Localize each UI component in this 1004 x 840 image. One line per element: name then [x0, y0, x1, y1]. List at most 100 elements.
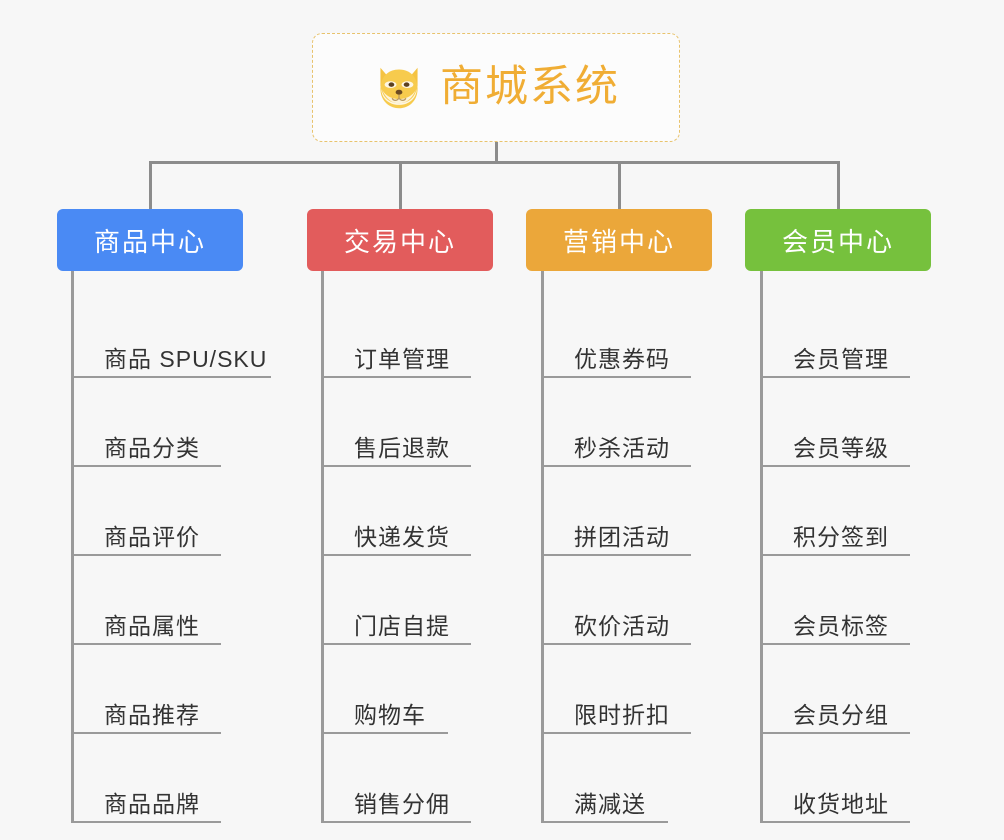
leaf-trunk-line	[71, 271, 74, 823]
leaf-item-label: 会员等级	[793, 434, 889, 461]
leaf-item-label: 满减送	[574, 790, 646, 817]
branch-column-product-center: 商品中心 商品 SPU/SKU 商品分类商品评价商品属性商品推荐商品品牌	[57, 209, 271, 823]
leaf-item[interactable]: 砍价活动	[541, 556, 712, 645]
leaf-item-rule	[71, 643, 221, 645]
leaf-list-member-center: 会员管理会员等级积分签到会员标签会员分组收货地址	[760, 271, 931, 823]
leaf-item-rule	[760, 643, 910, 645]
category-box-product-center[interactable]: 商品中心	[57, 209, 243, 271]
leaf-item[interactable]: 售后退款	[321, 378, 493, 467]
leaf-item-rule	[760, 554, 910, 556]
leaf-item-label: 秒杀活动	[574, 434, 670, 461]
leaf-item-rule	[760, 465, 910, 467]
leaf-item-rule	[71, 554, 221, 556]
connector-drop-member	[837, 161, 840, 210]
leaf-item[interactable]: 拼团活动	[541, 467, 712, 556]
leaf-item-label: 积分签到	[793, 523, 889, 550]
leaf-item-rule	[321, 643, 471, 645]
leaf-item-rule	[541, 821, 668, 823]
leaf-item-rule	[541, 554, 691, 556]
leaf-item[interactable]: 门店自提	[321, 556, 493, 645]
leaf-item[interactable]: 会员分组	[760, 645, 931, 734]
leaf-item-rule	[541, 376, 691, 378]
leaf-item-label: 商品属性	[104, 612, 200, 639]
root-node[interactable]: 商城系统	[312, 33, 680, 142]
category-box-marketing-center[interactable]: 营销中心	[526, 209, 712, 271]
leaf-item-rule	[321, 554, 471, 556]
leaf-item-label: 快递发货	[354, 523, 450, 550]
branch-column-trade-center: 交易中心 订单管理售后退款快递发货门店自提购物车销售分佣	[307, 209, 493, 823]
leaf-list-product-center: 商品 SPU/SKU 商品分类商品评价商品属性商品推荐商品品牌	[71, 271, 271, 823]
branch-column-member-center: 会员中心 会员管理会员等级积分签到会员标签会员分组收货地址	[745, 209, 931, 823]
leaf-item-rule	[541, 643, 691, 645]
connector-drop-product	[149, 161, 152, 210]
leaf-trunk-line	[541, 271, 544, 823]
leaf-item-rule	[760, 376, 910, 378]
leaf-item-label: 商品品牌	[104, 790, 200, 817]
leaf-item[interactable]: 商品分类	[71, 378, 243, 467]
category-label-member-center: 会员中心	[781, 226, 894, 257]
leaf-item[interactable]: 商品 SPU/SKU	[71, 289, 271, 378]
category-box-member-center[interactable]: 会员中心	[745, 209, 931, 271]
leaf-item[interactable]: 收货地址	[760, 734, 931, 823]
category-box-trade-center[interactable]: 交易中心	[307, 209, 493, 271]
leaf-item[interactable]: 商品属性	[71, 556, 243, 645]
leaf-item-label: 会员分组	[793, 701, 889, 728]
connector-drop-marketing	[618, 161, 621, 210]
leaf-item-rule	[321, 821, 471, 823]
connector-drop-trade	[399, 161, 402, 210]
leaf-item[interactable]: 优惠券码	[541, 289, 712, 378]
leaf-item[interactable]: 会员标签	[760, 556, 931, 645]
leaf-item-label: 限时折扣	[574, 701, 670, 728]
connector-horizontal-bar	[150, 161, 839, 164]
category-label-marketing-center: 营销中心	[562, 226, 675, 257]
leaf-item-label: 优惠券码	[574, 345, 670, 372]
leaf-item-label: 订单管理	[354, 345, 450, 372]
leaf-item-rule	[321, 465, 471, 467]
leaf-item-rule	[321, 376, 471, 378]
leaf-item[interactable]: 销售分佣	[321, 734, 493, 823]
leaf-item-label: 会员管理	[793, 345, 889, 372]
leaf-item-label: 商品 SPU/SKU	[104, 345, 268, 372]
leaf-trunk-line	[760, 271, 763, 823]
leaf-item[interactable]: 购物车	[321, 645, 493, 734]
leaf-list-trade-center: 订单管理售后退款快递发货门店自提购物车销售分佣	[321, 271, 493, 823]
leaf-item-rule	[760, 732, 910, 734]
leaf-item[interactable]: 商品品牌	[71, 734, 243, 823]
category-label-trade-center: 交易中心	[343, 226, 456, 257]
leaf-item[interactable]: 订单管理	[321, 289, 493, 378]
leaf-item-label: 销售分佣	[354, 790, 450, 817]
root-title: 商城系统	[440, 63, 620, 111]
leaf-item-label: 砍价活动	[574, 612, 670, 639]
leaf-trunk-line	[321, 271, 324, 823]
leaf-item[interactable]: 会员等级	[760, 378, 931, 467]
leaf-item-label: 拼团活动	[574, 523, 670, 550]
leaf-item-label: 门店自提	[354, 612, 450, 639]
branch-column-marketing-center: 营销中心 优惠券码秒杀活动拼团活动砍价活动限时折扣满减送	[526, 209, 712, 823]
leaf-item[interactable]: 会员管理	[760, 289, 931, 378]
leaf-item[interactable]: 快递发货	[321, 467, 493, 556]
leaf-item-rule	[321, 732, 448, 734]
leaf-item-rule	[71, 732, 221, 734]
leaf-item-label: 售后退款	[354, 434, 450, 461]
leaf-item[interactable]: 商品推荐	[71, 645, 243, 734]
leaf-item-rule	[760, 821, 910, 823]
leaf-item[interactable]: 商品评价	[71, 467, 243, 556]
leaf-item-rule	[71, 465, 221, 467]
leaf-item[interactable]: 积分签到	[760, 467, 931, 556]
shiba-dog-icon	[380, 67, 418, 108]
connector-root-stem	[495, 142, 498, 164]
leaf-item[interactable]: 秒杀活动	[541, 378, 712, 467]
category-label-product-center: 商品中心	[93, 226, 206, 257]
leaf-item-label: 会员标签	[793, 612, 889, 639]
leaf-item[interactable]: 满减送	[541, 734, 712, 823]
leaf-item-rule	[71, 821, 221, 823]
leaf-item-rule	[541, 732, 691, 734]
leaf-item-label: 商品分类	[104, 434, 200, 461]
leaf-item-label: 商品评价	[104, 523, 200, 550]
leaf-item-label: 购物车	[354, 701, 426, 728]
leaf-item[interactable]: 限时折扣	[541, 645, 712, 734]
leaf-item-rule	[541, 465, 691, 467]
leaf-list-marketing-center: 优惠券码秒杀活动拼团活动砍价活动限时折扣满减送	[541, 271, 712, 823]
leaf-item-label: 商品推荐	[104, 701, 200, 728]
